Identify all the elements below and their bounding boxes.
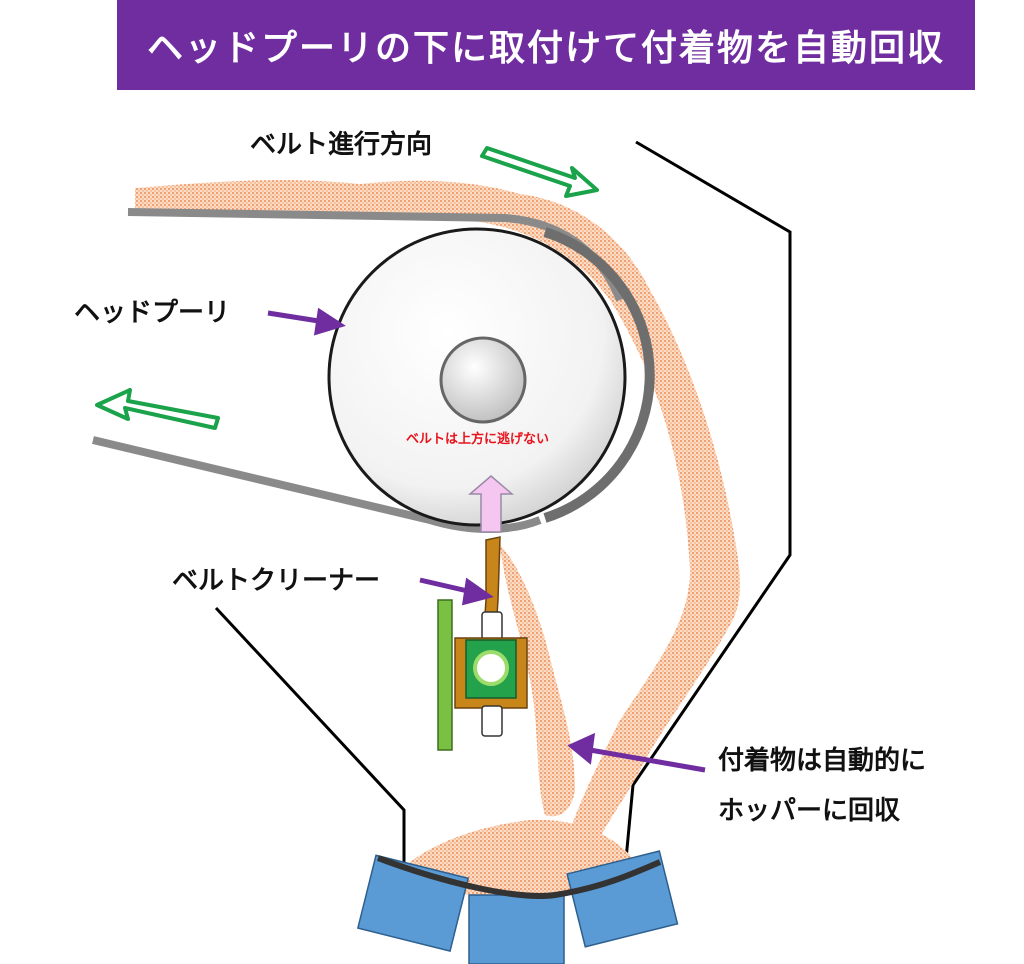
bucket-belt [376, 855, 662, 899]
pointer-arrow-pulley [267, 307, 346, 336]
cleaner-roller [473, 650, 509, 686]
label-belt-cleaner: ベルトクリーナー [172, 566, 381, 596]
label-auto-collect-1: 付着物は自動的に [718, 746, 927, 776]
belt-direction-arrow-left [95, 388, 220, 430]
pink-up-arrow [467, 475, 515, 533]
belt-direction-arrow-top [480, 146, 599, 198]
hopper-left-wall [214, 606, 406, 870]
page-title: ヘッドプーリの下に取付けて付着物を自動回収 [146, 28, 945, 69]
label-belt-not-escape: ベルトは上方に逃げない [406, 432, 550, 447]
label-head-pulley: ヘッドプーリ [74, 298, 231, 328]
bucket-right [566, 850, 679, 948]
cleaner-bolt-bottom [481, 705, 503, 737]
pointer-arrow-cleaner [419, 577, 494, 606]
hopper-right-wall [623, 140, 792, 871]
label-auto-collect-2: ホッパーに回収 [718, 796, 901, 826]
label-belt-direction: ベルト進行方向 [250, 130, 433, 160]
pointer-arrow-material [567, 732, 706, 773]
bucket-center [468, 894, 565, 964]
cleaner-green-plate [437, 599, 453, 751]
belt-wrap [543, 227, 655, 523]
pulley-hub [439, 336, 527, 424]
title-banner: ヘッドプーリの下に取付けて付着物を自動回収 [117, 0, 975, 90]
scraped-material [500, 545, 575, 817]
